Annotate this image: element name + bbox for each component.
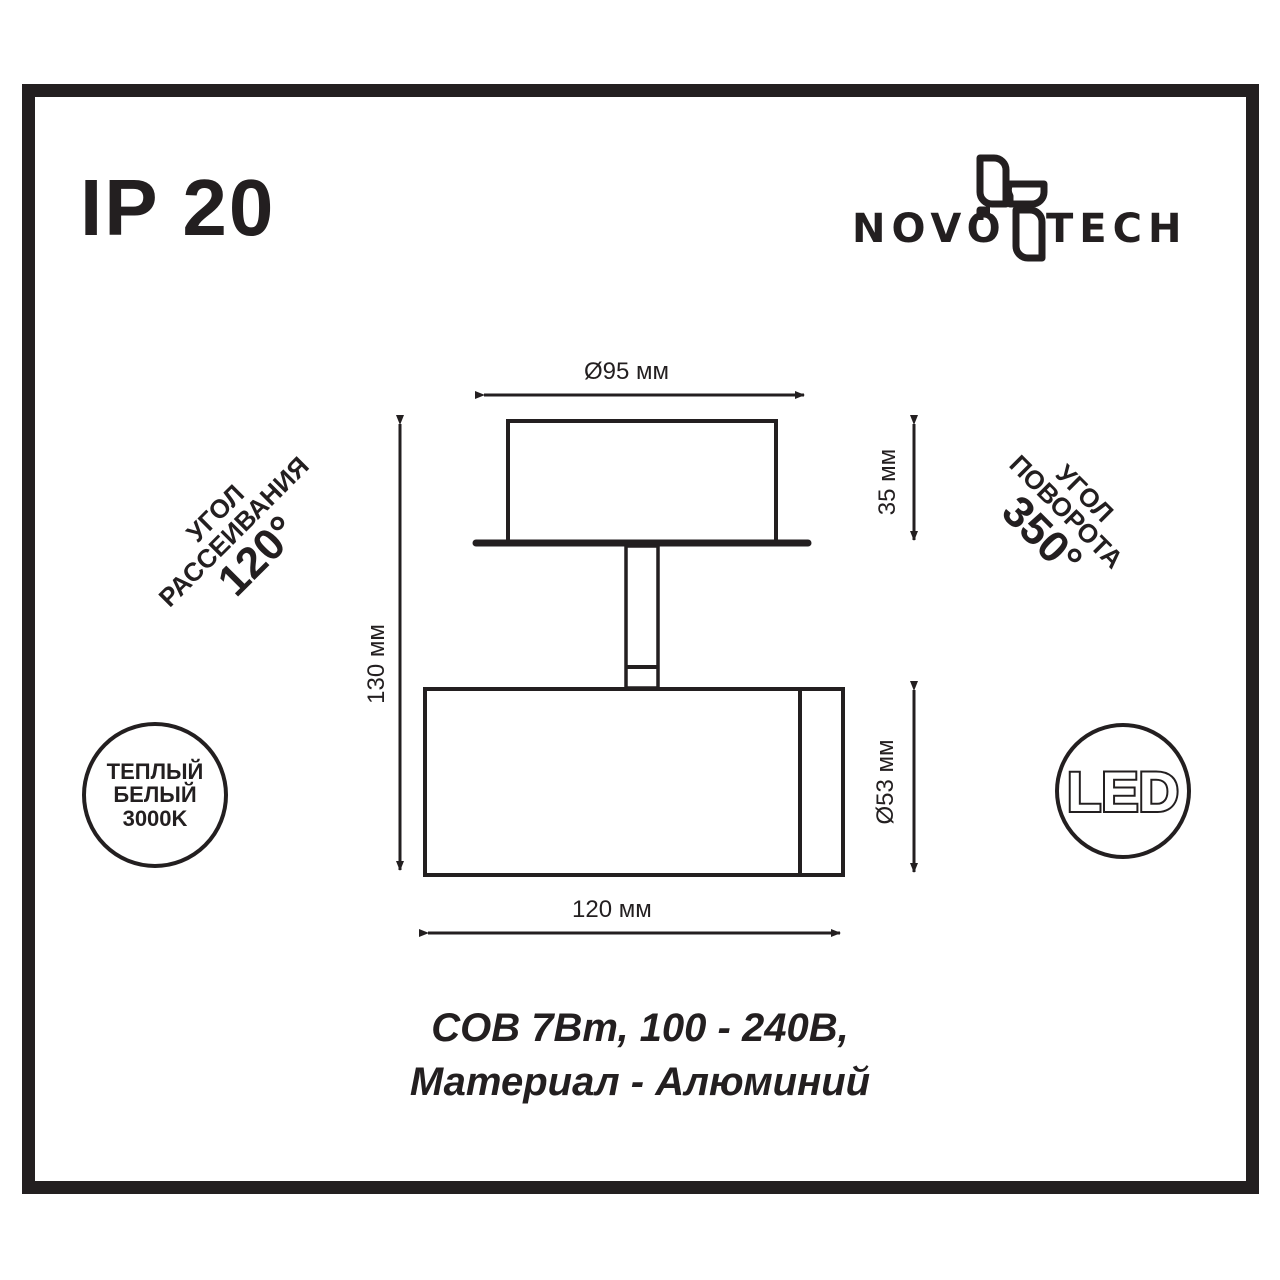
brand-left: NOVO xyxy=(852,206,1007,252)
label-top-diameter: Ø95 мм xyxy=(584,358,670,385)
led-icon: LED xyxy=(1065,761,1181,821)
led-badge: LED xyxy=(1055,723,1191,859)
spec-line-2: Материал - Алюминий xyxy=(409,1060,871,1104)
color-temp-line2: БЕЛЫЙ xyxy=(113,782,197,808)
novotech-logo-icon: NOVO TECH xyxy=(852,154,1187,262)
brand-right: TECH xyxy=(1046,206,1187,252)
spec-line-1: COB 7Вт, 100 - 240В, xyxy=(431,1006,849,1050)
color-temp-badge: ТЕПЛЫЙ БЕЛЫЙ 3000K xyxy=(82,722,228,868)
brand-logo: NOVO TECH xyxy=(850,150,1210,270)
head-body xyxy=(423,687,845,877)
color-temp-line3: 3000K xyxy=(122,805,188,831)
label-top-height: 35 мм xyxy=(874,448,901,516)
label-head-length: 120 мм xyxy=(572,896,652,923)
mount-body xyxy=(506,419,778,544)
ip-rating: IP 20 xyxy=(80,163,276,252)
label-total-height: 130 мм xyxy=(363,624,390,704)
outer-frame xyxy=(22,84,1259,1194)
led-text: LED xyxy=(1067,761,1179,821)
color-temp-line1: ТЕПЛЫЙ xyxy=(106,759,204,785)
label-head-diameter: Ø53 мм xyxy=(872,739,899,825)
